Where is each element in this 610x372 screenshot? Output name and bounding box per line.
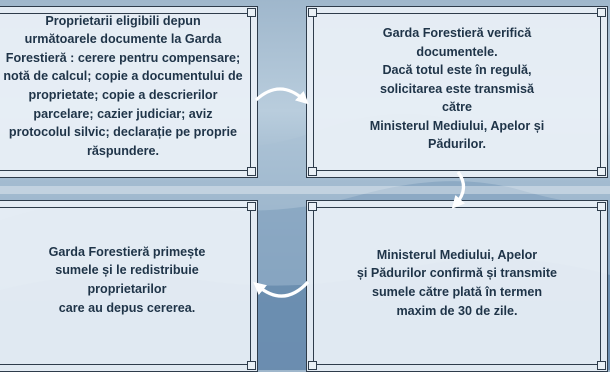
corner-ornament [247, 202, 256, 211]
arrow-step2-to-step4 [451, 171, 466, 209]
corner-ornament [247, 8, 256, 17]
step-text: Proprietarii eligibili depun următoarele… [3, 13, 243, 158]
corner-ornament [597, 167, 606, 176]
corner-ornament [308, 167, 317, 176]
step-text: Garda Forestieră verifică documentele. D… [369, 25, 545, 152]
arrow-step4-to-step3 [253, 280, 310, 298]
corner-ornament [597, 8, 606, 17]
corner-ornament [597, 202, 606, 211]
step-card-redistribute-funds: Garda Forestieră primește sumele și le r… [0, 200, 258, 372]
corner-ornament [308, 202, 317, 211]
step-text: Ministerul Mediului, Apelor și Pădurilor… [356, 247, 558, 318]
step-card-verify-documents: Garda Forestieră verifică documentele. D… [306, 6, 608, 178]
arrow-step1-to-step2 [254, 87, 309, 105]
step-text: Garda Forestieră primește sumele și le r… [48, 244, 206, 315]
corner-ornament [308, 8, 317, 17]
corner-ornament [247, 167, 256, 176]
step-card-submit-documents: Proprietarii eligibili depun următoarele… [0, 6, 258, 178]
